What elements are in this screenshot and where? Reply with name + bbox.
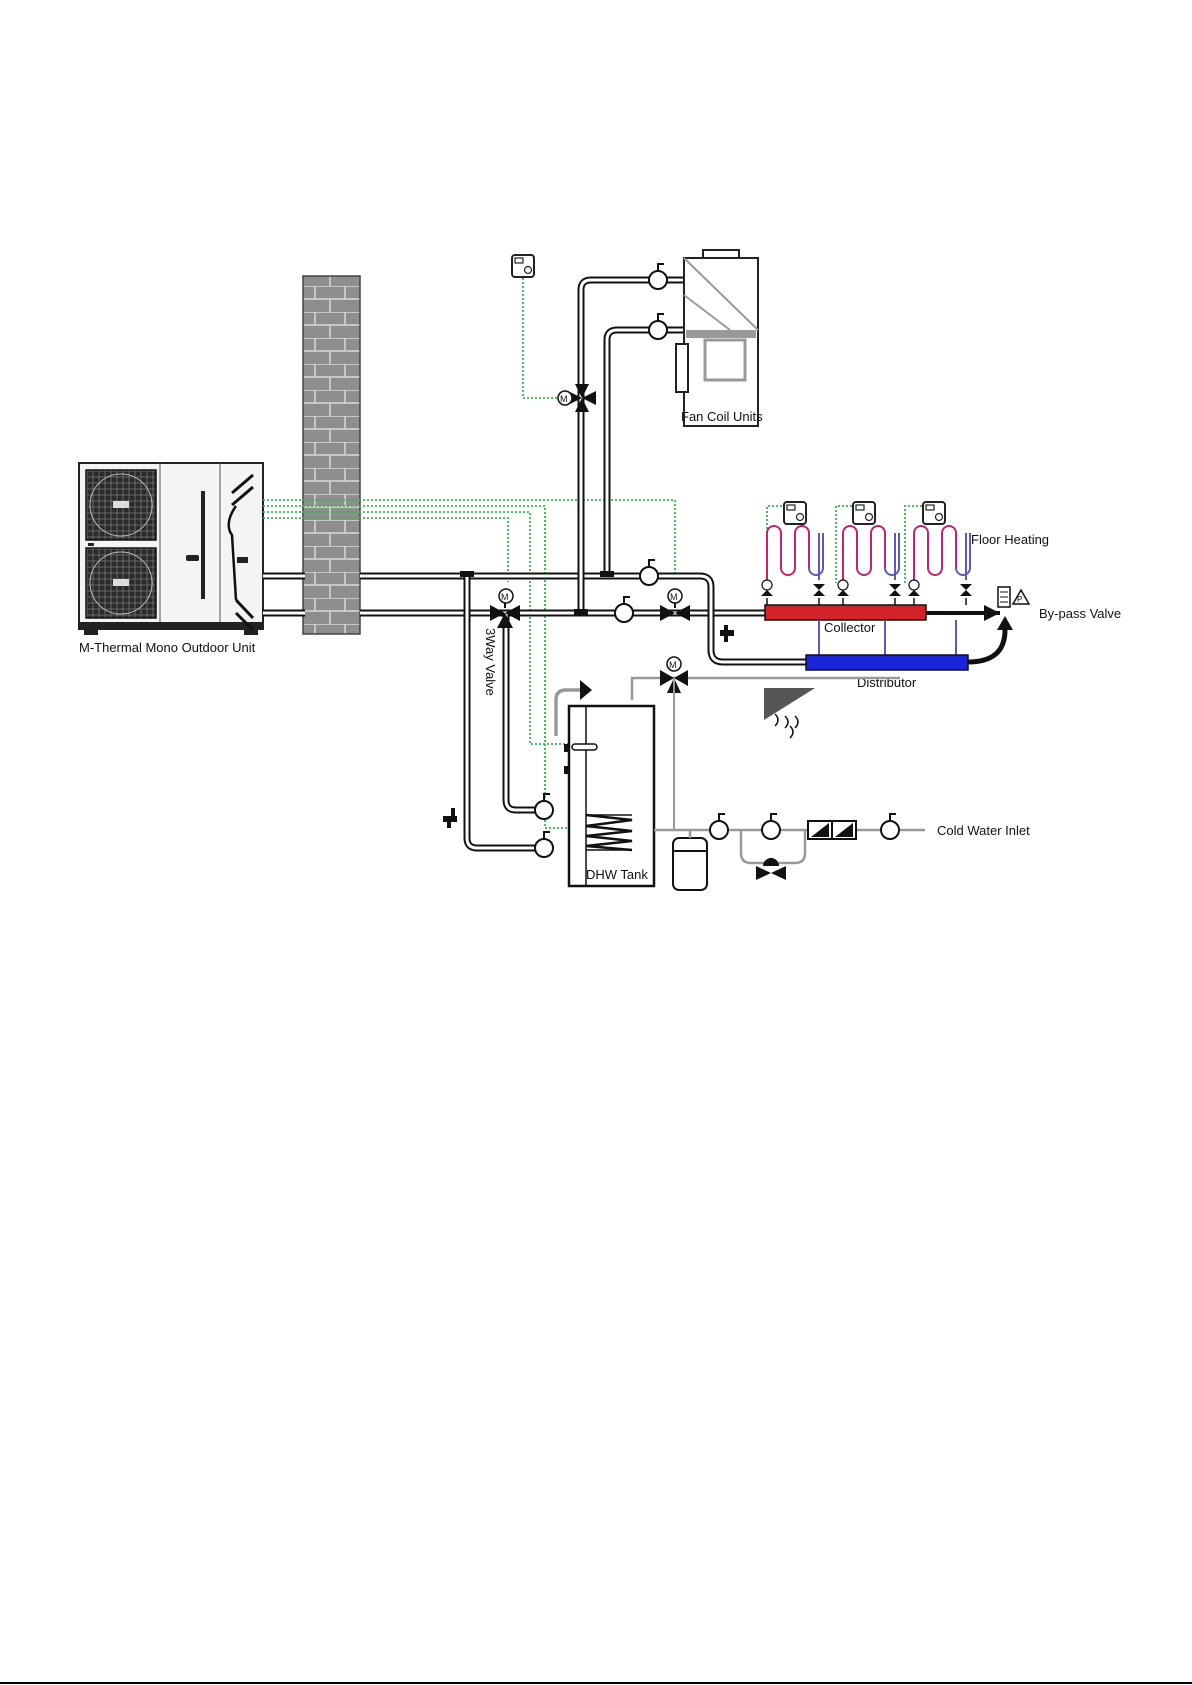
three-way-valve: M <box>490 589 520 628</box>
floor-heating-label: Floor Heating <box>971 532 1049 547</box>
floor-thermostat-icon-2 <box>853 502 875 524</box>
svg-text:M: M <box>501 592 509 602</box>
loop-valves <box>761 584 972 596</box>
floor-heating-loop-1 <box>767 526 823 580</box>
brick-wall <box>303 276 360 634</box>
floor-thermostat-icon-3 <box>923 502 945 524</box>
bypass-valve-label: By-pass Valve <box>1039 606 1121 621</box>
dhw-tank-label: DHW Tank <box>586 867 648 882</box>
fan-coil-thermostat-icon <box>512 255 534 277</box>
outdoor-unit-label: M-Thermal Mono Outdoor Unit <box>79 640 256 655</box>
svg-text:M: M <box>670 592 678 602</box>
floor-thermostat-icon-1 <box>784 502 806 524</box>
cold-water-line <box>654 814 925 890</box>
three-way-valve-label: 3Way Valve <box>483 628 498 696</box>
fan-coil-three-way-valve: M <box>558 384 596 412</box>
floor-heating-loop-3 <box>914 526 970 580</box>
fan-coil-unit <box>676 250 758 426</box>
svg-text:M: M <box>560 394 568 404</box>
shower-head-icon <box>764 688 815 738</box>
outdoor-unit <box>78 463 264 635</box>
dhw-tank <box>556 678 900 886</box>
floor-heating-loops <box>767 526 970 580</box>
fan-coil-label: Fan Coil Units <box>681 409 763 424</box>
svg-text:P: P <box>1017 595 1022 604</box>
distributor-manifold <box>806 655 968 670</box>
bypass-valve: P <box>984 587 1029 630</box>
cold-water-inlet-label: Cold Water Inlet <box>937 823 1030 838</box>
svg-text:M: M <box>669 660 677 670</box>
floor-heating-loop-2 <box>843 526 899 580</box>
page-bottom-rule <box>0 1682 1192 1684</box>
collector-label: Collector <box>824 620 876 635</box>
dhw-mixing-valve: M <box>660 657 688 830</box>
